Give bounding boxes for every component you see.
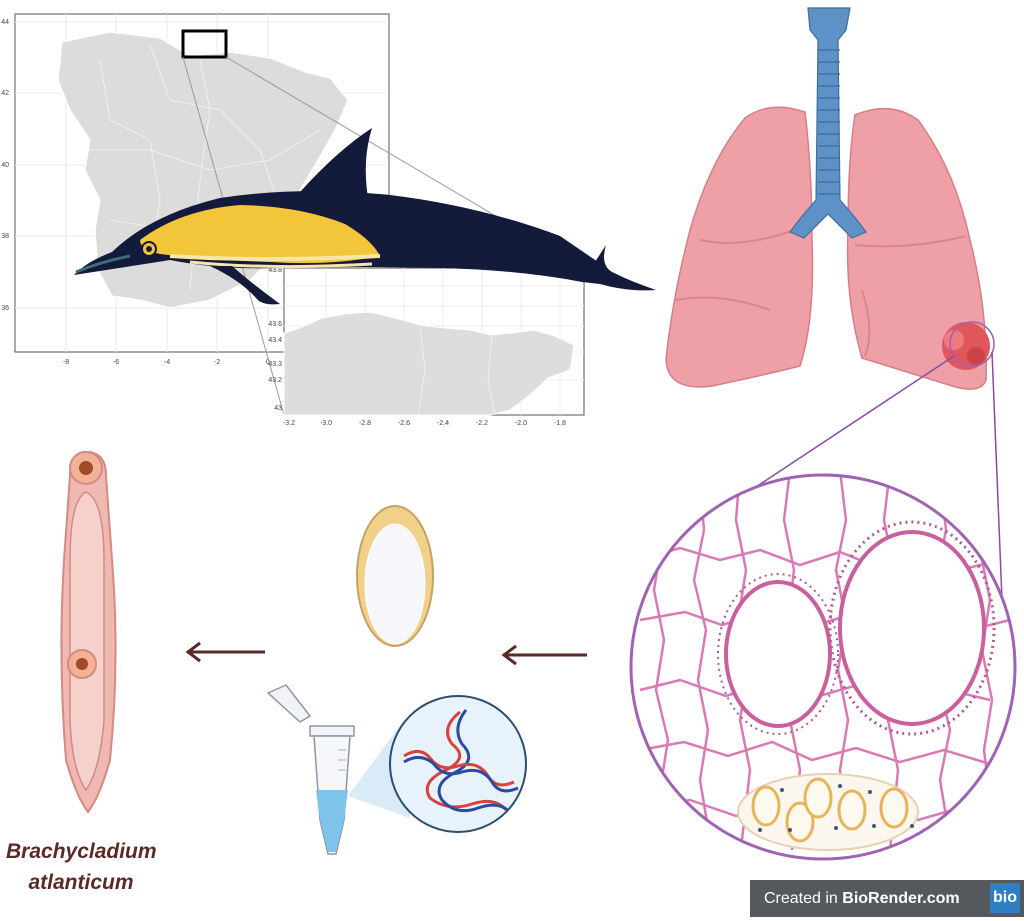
dolphin-illustration [74,128,656,305]
map-inset: 43.8 43.6 43.4 43.3 43.2 43 -3.2 -3.0 -2… [268,267,585,427]
x-tick: -3.2 [283,420,295,427]
coastline-shape [283,311,575,416]
parasite-egg [356,505,434,647]
x-tick: -2.4 [437,420,449,427]
biorender-credit-badge[interactable]: Created in BioRender.com bio [750,880,1024,917]
y-tick: 43.2 [268,377,282,384]
x-tick: -4 [164,359,170,366]
y-tick: 36 [1,305,9,312]
inset-locator-box [181,29,228,59]
y-tick: 43.4 [268,337,282,344]
arrow-left [185,641,265,663]
species-label: Brachycladium atlanticum [6,836,157,898]
x-tick: 0 [266,359,270,366]
lesion [942,321,995,370]
trachea [789,7,867,239]
map-main-y-axis: 44 42 40 38 36 [1,19,9,312]
dna-helix [389,695,527,833]
y-tick: 43.8 [268,267,282,274]
biorender-logo-icon: bio [990,883,1020,913]
credit-brand: BioRender.com [842,889,960,907]
x-tick: -1.8 [554,420,566,427]
x-tick: -8 [63,359,69,366]
tissue-section [629,473,1017,861]
y-tick: 38 [1,233,9,240]
credit-prefix: Created in [764,889,843,907]
x-tick: -2.6 [398,420,410,427]
map-main-x-axis: -8 -6 -4 -2 0 [63,359,270,366]
map-inset-y-axis: 43.8 43.6 43.4 43.3 43.2 43 [268,267,282,412]
y-tick: 43.6 [268,321,282,328]
right-lung [846,107,987,390]
x-tick: -2.8 [359,420,371,427]
species-genus: Brachycladium [6,840,157,863]
microcentrifuge-tube [266,684,410,855]
x-tick: -2.2 [476,420,488,427]
species-epithet: atlanticum [28,871,134,894]
credit-text: Created in BioRender.com [750,890,960,908]
y-tick: 44 [1,19,9,26]
x-tick: -3.0 [320,420,332,427]
x-tick: -6 [113,359,119,366]
y-tick: 42 [1,90,9,97]
map-inset-x-axis: -3.2 -3.0 -2.8 -2.6 -2.4 -2.2 -2.0 -1.8 [283,420,566,427]
x-tick: -2.0 [515,420,527,427]
y-tick: 43 [274,405,282,412]
y-tick: 43.3 [268,361,282,368]
trematode-illustration [60,450,117,814]
left-lung [665,106,814,388]
x-tick: -2 [214,359,220,366]
eggs-in-tissue [737,773,919,851]
lungs-illustration [665,7,995,390]
arrow-left [501,644,587,666]
y-tick: 40 [1,162,9,169]
